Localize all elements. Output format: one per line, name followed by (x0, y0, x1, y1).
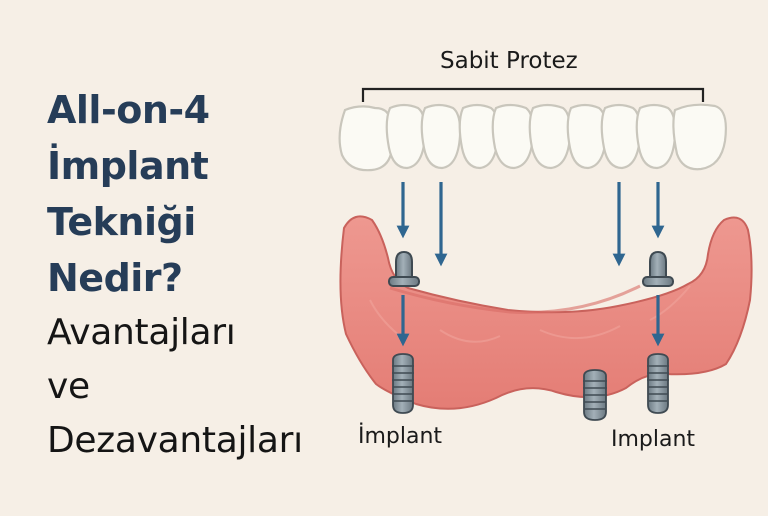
implant-label-left: İmplant (358, 424, 443, 449)
subtitle-line: ve (47, 366, 90, 407)
subtitle-line: Avantajları (47, 312, 236, 353)
implant-label-right: Implant (611, 427, 696, 452)
title-block: All-on-4 İmplant Tekniği Nedir? Avantajl… (47, 82, 347, 468)
title-line: Nedir? (47, 256, 183, 300)
prosthesis-bracket (361, 87, 705, 102)
prosthesis-label: Sabit Protez (440, 48, 578, 74)
implant-screw-left (392, 353, 414, 414)
title-line: Tekniği (47, 200, 196, 244)
title-line: İmplant (47, 144, 209, 188)
implant-screw-right (647, 353, 669, 414)
subtitle-line: Dezavantajları (47, 420, 303, 461)
abutment-right (642, 250, 674, 287)
prosthesis-teeth (338, 103, 727, 172)
implant-screw-middle (583, 369, 607, 421)
title-line: All-on-4 (47, 88, 210, 132)
insertion-arrows (396, 182, 665, 347)
abutment-left (388, 250, 420, 287)
